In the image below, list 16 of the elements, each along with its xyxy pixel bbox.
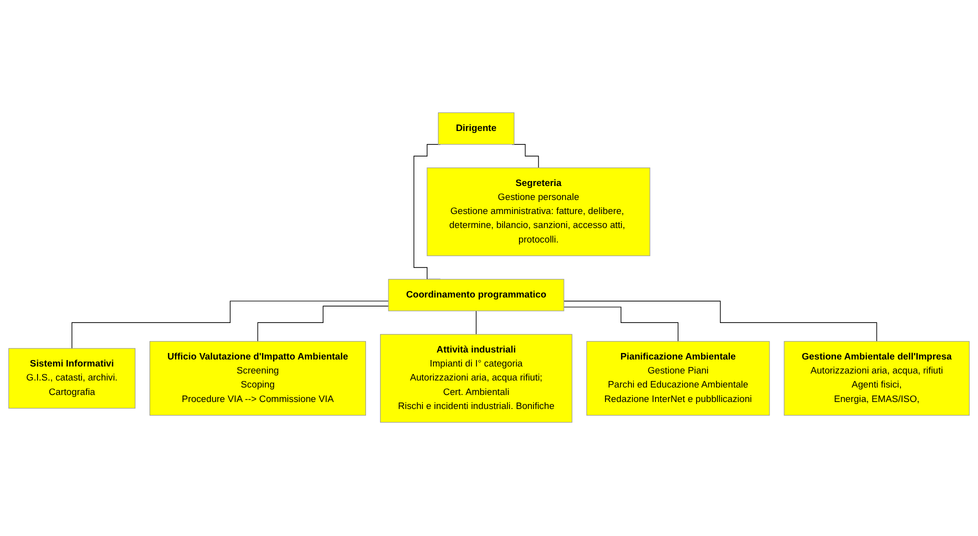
node-box	[8, 348, 136, 410]
connector	[564, 301, 878, 342]
node-box	[380, 334, 572, 424]
org-chart: Dirigente Segreteria Gestione personale Gestione amministrativa: fatture, delibere, determine, bilancio, sanzioni, accesso atti, protocolli. Coordinamento programmatico Sistemi Informativi G.I.S., catasti, archivi. Cartografia Ufficio Valutazione d'Impatto Ambientale Screening Scoping Procedure VIA --> Commissione VIA Attività industriali Impianti di I° categoria Autorizzazioni aria, acqua rifiuti; Cert. Ambientali Rischi e incidenti industriali. Bonifiche Pianificazione Ambientale Gestione Piani Parchi ed Educazione Ambientale Redazione InterNet e pubbllicazioni Gestione Ambientale dell'Impresa Autorizzazioni aria, acqua, rifiuti Agenti fisici, Energia, EMAS/ISO,	[4, 108, 974, 428]
connector	[414, 144, 441, 280]
connector	[72, 301, 389, 350]
node-box	[784, 342, 970, 416]
node-box	[150, 342, 366, 416]
node-box	[586, 342, 770, 416]
connector	[564, 307, 678, 342]
node-box	[388, 279, 564, 312]
connector	[512, 144, 539, 169]
node-box	[438, 112, 514, 146]
connector	[257, 306, 389, 342]
connector	[476, 311, 477, 336]
node-box	[426, 168, 650, 257]
